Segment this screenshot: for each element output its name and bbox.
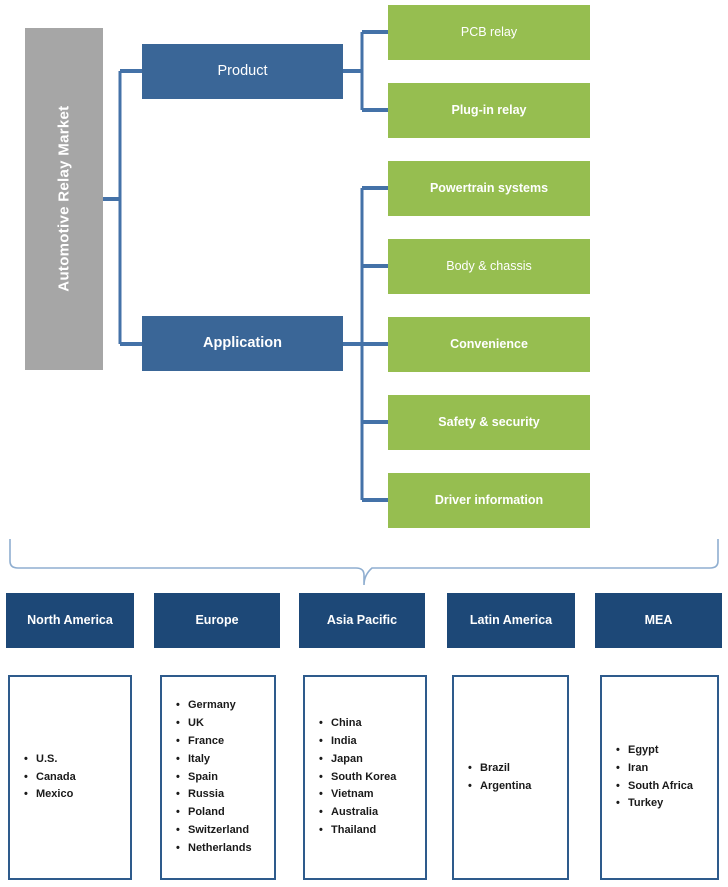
region-header-europe[interactable]: Europe xyxy=(154,593,280,648)
country-item: Iran xyxy=(616,760,717,778)
country-item: Russia xyxy=(176,786,274,804)
leaf-node-driver-information[interactable]: Driver information xyxy=(388,473,590,528)
country-list: EgyptIranSouth AfricaTurkey xyxy=(602,742,717,813)
region-header-latin-america[interactable]: Latin America xyxy=(447,593,575,648)
region-header-north-america[interactable]: North America xyxy=(6,593,134,648)
country-item: France xyxy=(176,733,274,751)
country-item: Vietnam xyxy=(319,786,425,804)
country-item: Egypt xyxy=(616,742,717,760)
country-item: Brazil xyxy=(468,760,567,778)
country-item: South Africa xyxy=(616,778,717,796)
country-item: Italy xyxy=(176,751,274,769)
region-countries-asia-pacific: ChinaIndiaJapanSouth KoreaVietnamAustral… xyxy=(303,675,427,880)
leaf-node-pcb-relay[interactable]: PCB relay xyxy=(388,5,590,60)
region-header-asia-pacific[interactable]: Asia Pacific xyxy=(299,593,425,648)
leaf-node-plug-in-relay[interactable]: Plug-in relay xyxy=(388,83,590,138)
country-list: GermanyUKFranceItalySpainRussiaPolandSwi… xyxy=(162,697,274,857)
country-list: U.S.CanadaMexico xyxy=(10,751,130,804)
region-countries-europe: GermanyUKFranceItalySpainRussiaPolandSwi… xyxy=(160,675,276,880)
region-countries-north-america: U.S.CanadaMexico xyxy=(8,675,132,880)
leaf-node-safety-and-security[interactable]: Safety & security xyxy=(388,395,590,450)
leaf-node-convenience[interactable]: Convenience xyxy=(388,317,590,372)
country-item: Poland xyxy=(176,804,274,822)
region-countries-mea: EgyptIranSouth AfricaTurkey xyxy=(600,675,719,880)
country-item: Spain xyxy=(176,769,274,787)
country-item: U.S. xyxy=(24,751,130,769)
country-item: Australia xyxy=(319,804,425,822)
country-item: Turkey xyxy=(616,795,717,813)
region-countries-latin-america: BrazilArgentina xyxy=(452,675,569,880)
root-node-automotive-relay-market: Automotive Relay Market xyxy=(25,28,103,370)
leaf-node-powertrain-systems[interactable]: Powertrain systems xyxy=(388,161,590,216)
root-node-label: Automotive Relay Market xyxy=(55,105,73,293)
country-item: Japan xyxy=(319,751,425,769)
country-list: ChinaIndiaJapanSouth KoreaVietnamAustral… xyxy=(305,715,425,840)
country-item: Switzerland xyxy=(176,822,274,840)
leaf-node-body-and-chassis[interactable]: Body & chassis xyxy=(388,239,590,294)
country-item: UK xyxy=(176,715,274,733)
country-item: Argentina xyxy=(468,778,567,796)
country-item: Mexico xyxy=(24,786,130,804)
country-item: Germany xyxy=(176,697,274,715)
country-item: South Korea xyxy=(319,769,425,787)
country-list: BrazilArgentina xyxy=(454,760,567,796)
country-item: Canada xyxy=(24,769,130,787)
country-item: Netherlands xyxy=(176,840,274,858)
country-item: Thailand xyxy=(319,822,425,840)
region-header-mea[interactable]: MEA xyxy=(595,593,722,648)
category-node-product[interactable]: Product xyxy=(142,44,343,99)
country-item: India xyxy=(319,733,425,751)
category-node-application[interactable]: Application xyxy=(142,316,343,371)
country-item: China xyxy=(319,715,425,733)
